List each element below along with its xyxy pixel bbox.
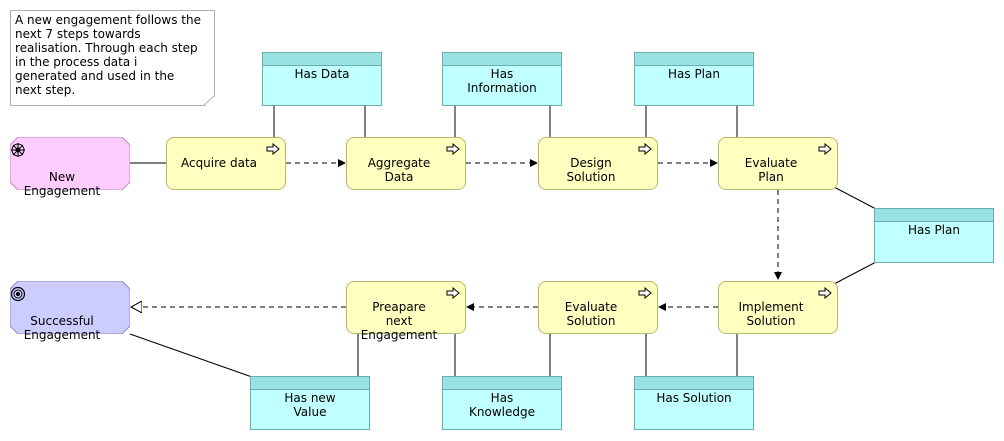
process-arrow-icon bbox=[446, 143, 460, 155]
data-object-has-knowledge[interactable]: Has Knowledge bbox=[442, 376, 562, 430]
process-evaluate-solution[interactable]: Evaluate Solution bbox=[538, 281, 658, 334]
assoc-implement-has-plan-right bbox=[833, 261, 877, 285]
process-arrow-icon bbox=[818, 287, 832, 299]
assoc-evaluate-plan-has-plan-right bbox=[833, 186, 877, 210]
data-object-label: Has Solution bbox=[656, 391, 732, 405]
process-label: Preapare next Engagement bbox=[360, 300, 438, 342]
process-arrow-icon bbox=[638, 287, 652, 299]
process-arrow-icon bbox=[446, 287, 460, 299]
data-object-has-plan-right[interactable]: Has Plan bbox=[874, 208, 994, 263]
start-event-new-engagement[interactable]: New Engagement bbox=[10, 137, 130, 198]
data-object-header bbox=[263, 53, 381, 66]
data-object-header bbox=[635, 377, 753, 390]
data-object-has-information[interactable]: Has Information bbox=[442, 52, 562, 106]
data-object-header bbox=[251, 377, 369, 390]
process-label: Aggregate Data bbox=[367, 156, 431, 184]
data-object-label: Has Plan bbox=[668, 67, 720, 81]
data-object-header bbox=[635, 53, 753, 66]
assoc-end-has-new-value bbox=[129, 333, 253, 378]
annotation-note: A new engagement follows the next 7 step… bbox=[10, 10, 215, 106]
end-event-icon bbox=[10, 286, 26, 302]
data-object-label: Has Data bbox=[294, 67, 350, 81]
process-aggregate-data[interactable]: Aggregate Data bbox=[346, 137, 466, 190]
data-object-header bbox=[443, 53, 561, 66]
process-acquire-data[interactable]: Acquire data bbox=[166, 137, 286, 190]
data-object-has-data[interactable]: Has Data bbox=[262, 52, 382, 106]
start-event-label: New Engagement bbox=[23, 170, 101, 198]
process-arrow-icon bbox=[638, 143, 652, 155]
process-label: Acquire data bbox=[180, 156, 258, 170]
process-label: Evaluate Solution bbox=[564, 300, 618, 328]
end-event-successful-engagement[interactable]: Successful Engagement bbox=[10, 281, 130, 342]
data-object-label: Has Knowledge bbox=[469, 391, 535, 419]
data-object-header bbox=[443, 377, 561, 390]
data-object-label: Has Information bbox=[467, 67, 537, 95]
process-arrow-icon bbox=[266, 143, 280, 155]
data-object-label: Has new Value bbox=[284, 391, 336, 419]
process-design-solution[interactable]: Design Solution bbox=[538, 137, 658, 190]
process-label: Implement Solution bbox=[738, 300, 804, 328]
note-folded-corner bbox=[203, 95, 215, 106]
process-implement-solution[interactable]: Implement Solution bbox=[718, 281, 838, 334]
data-object-has-new-value[interactable]: Has new Value bbox=[250, 376, 370, 430]
process-evaluate-plan[interactable]: Evaluate Plan bbox=[718, 137, 838, 190]
data-object-header bbox=[875, 209, 993, 222]
process-label: Design Solution bbox=[566, 156, 616, 184]
end-event-label: Successful Engagement bbox=[23, 314, 101, 342]
process-prepare-next-engagement[interactable]: Preapare next Engagement bbox=[346, 281, 466, 342]
data-object-has-plan-top[interactable]: Has Plan bbox=[634, 52, 754, 106]
data-object-label: Has Plan bbox=[908, 223, 960, 237]
data-object-has-solution[interactable]: Has Solution bbox=[634, 376, 754, 430]
start-event-icon bbox=[11, 143, 25, 157]
process-arrow-icon bbox=[818, 143, 832, 155]
process-label: Evaluate Plan bbox=[744, 156, 798, 184]
